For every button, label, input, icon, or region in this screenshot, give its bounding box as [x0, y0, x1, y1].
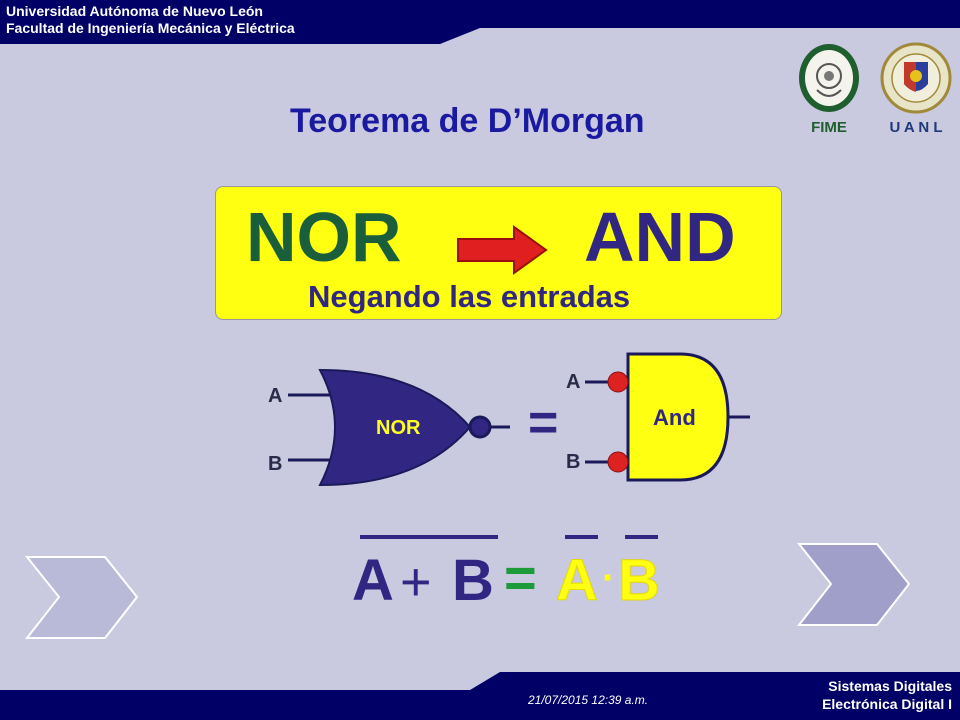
course-name: Sistemas Digitales [828, 678, 952, 694]
previous-slide-button[interactable] [25, 555, 140, 640]
banner-and-word: AND [584, 198, 736, 276]
and-input-a-label: A [566, 371, 580, 393]
next-slide-button[interactable] [797, 542, 912, 627]
nor-input-a-label: A [268, 385, 282, 407]
arrow-right-icon [457, 225, 548, 275]
formula-equals: = [504, 546, 537, 609]
equivalence-sign: = [528, 394, 558, 452]
banner-subtitle: Negando las entradas [308, 279, 631, 314]
uanl-label: U A N L [889, 119, 942, 136]
footer-bar [0, 672, 960, 720]
slide-title: Teorema de D’Morgan [290, 102, 645, 140]
fime-label: FIME [811, 119, 847, 136]
lhs-a: A [352, 548, 394, 613]
header-institution: Universidad Autónoma de Nuevo León Facul… [6, 3, 295, 37]
nor-gate-label: NOR [376, 417, 421, 439]
and-gate-label: And [653, 405, 696, 430]
university-name: Universidad Autónoma de Nuevo León [6, 3, 263, 19]
faculty-name: Facultad de Ingeniería Mecánica y Eléctr… [6, 20, 295, 36]
nor-gate-body [318, 368, 472, 487]
rhs-a: A [556, 548, 598, 613]
footer-course: Sistemas Digitales Electrónica Digital I [822, 677, 952, 713]
course-subtitle: Electrónica Digital I [822, 696, 952, 712]
and-input-b-label: B [566, 451, 580, 473]
rhs-dot: · [602, 556, 615, 600]
and-gate-body [626, 352, 730, 482]
fime-logo: FIME [799, 44, 859, 136]
and-input-a-bubble [607, 371, 629, 393]
uanl-logo: U A N L [880, 42, 952, 136]
gate-equivalence-diagram: A B NOR = A B And [268, 352, 750, 487]
rhs-b: B [618, 548, 660, 613]
banner-nor-word: NOR [246, 198, 402, 276]
lhs-plus: + [400, 552, 432, 612]
nor-input-b-label: B [268, 453, 282, 475]
and-input-b-bubble [607, 451, 629, 473]
header-bar [0, 0, 960, 44]
footer-date: 21/07/2015 12:39 a.m. [528, 693, 649, 707]
demorgan-formula: A + B = A · B [352, 535, 660, 614]
nor-to-and-banner: NOR AND Negando las entradas [215, 186, 782, 320]
lhs-b: B [452, 548, 494, 613]
nor-output-bubble [468, 415, 492, 439]
